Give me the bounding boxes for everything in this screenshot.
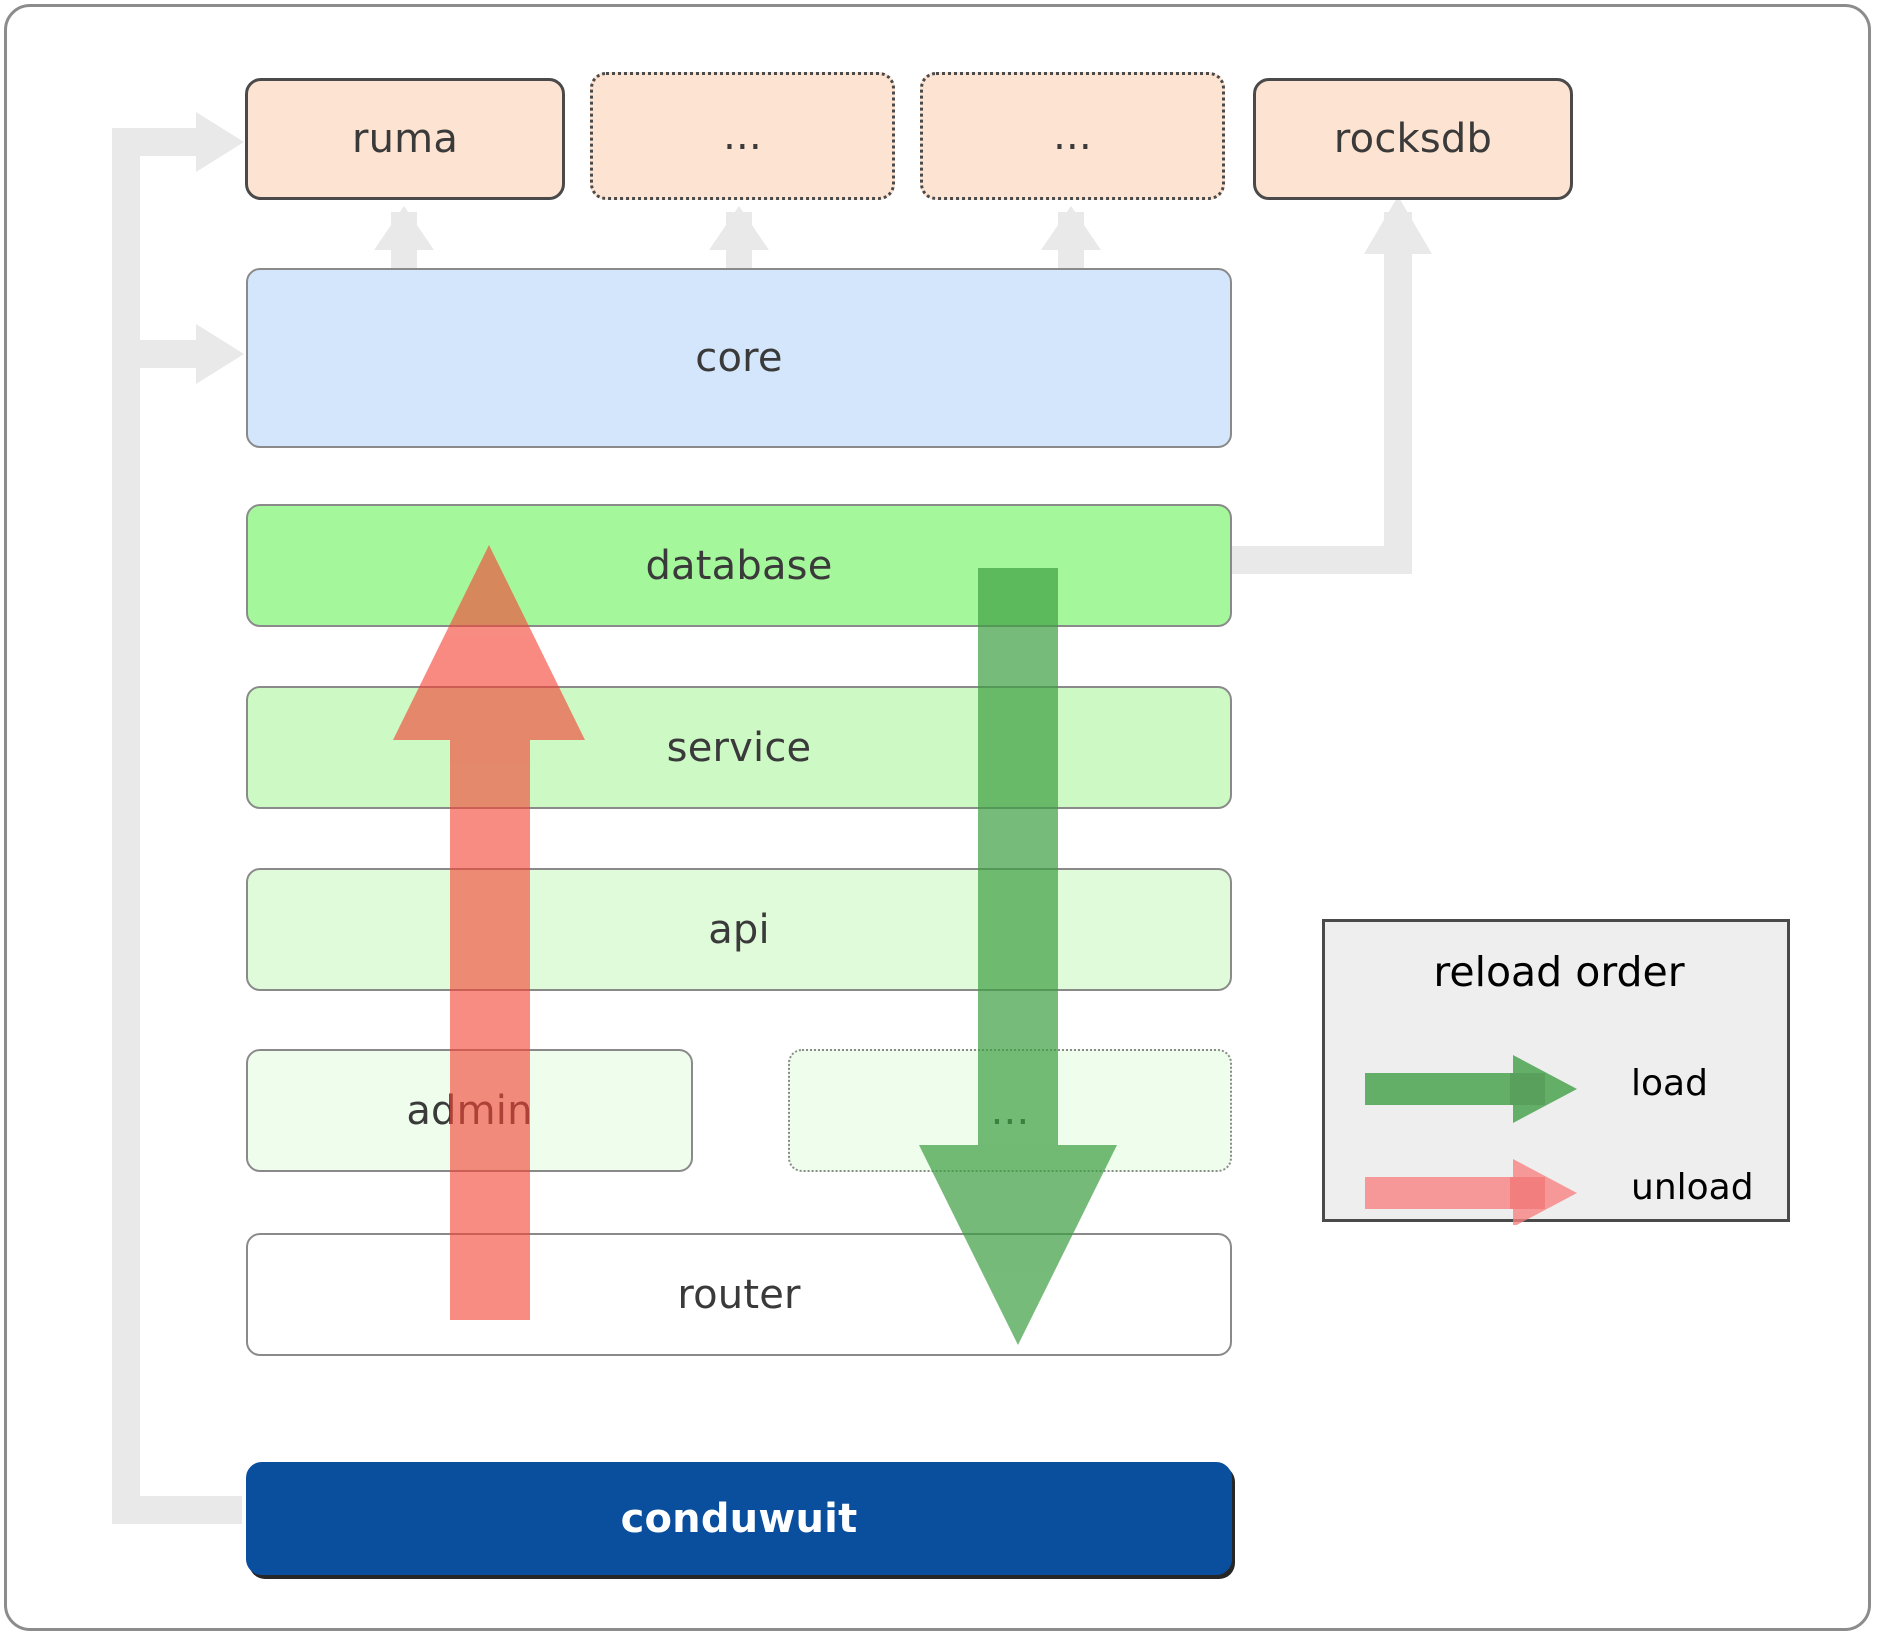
layer-node-api-label: api [708,906,770,953]
dep-node-a[interactable]: ... [590,72,895,200]
dep-node-a-label: ... [723,113,762,159]
application-node-conduwuit[interactable]: conduwuit [246,1462,1232,1575]
dep-node-ruma-label: ruma [351,116,459,162]
legend-panel: reload order load unload [1322,919,1790,1225]
legend-unload-label: unload [1631,1167,1754,1208]
legend-title: reload order [1433,948,1685,996]
dep-node-rocksdb[interactable]: rocksdb [1253,78,1573,200]
dep-node-b-label: ... [1053,113,1092,159]
layer-node-admin-label: admin [406,1087,533,1134]
layer-node-service[interactable]: service [246,686,1232,809]
dep-node-ruma[interactable]: ruma [245,78,565,200]
layer-node-core-label: core [695,335,783,381]
legend-arrow-layer [1365,1055,1577,1225]
layer-node-api[interactable]: api [246,868,1232,991]
layer-node-database-label: database [645,542,833,589]
layer-node-core[interactable]: core [246,268,1232,448]
layer-node-router[interactable]: router [246,1233,1232,1356]
layer-node-etc[interactable]: ... [788,1049,1232,1172]
legend-unload-arrow [1365,1159,1577,1225]
application-node-conduwuit-label: conduwuit [620,1495,858,1542]
layer-node-etc-label: ... [990,1087,1030,1134]
layer-node-service-label: service [666,724,812,771]
layer-node-database[interactable]: database [246,504,1232,627]
diagram-frame [4,4,1871,1631]
dep-node-rocksdb-label: rocksdb [1333,116,1493,162]
dep-node-b[interactable]: ... [920,72,1225,200]
layer-node-router-label: router [677,1271,801,1318]
layer-node-admin[interactable]: admin [246,1049,693,1172]
legend-load-arrow [1365,1055,1577,1123]
legend-load-label: load [1631,1063,1708,1104]
